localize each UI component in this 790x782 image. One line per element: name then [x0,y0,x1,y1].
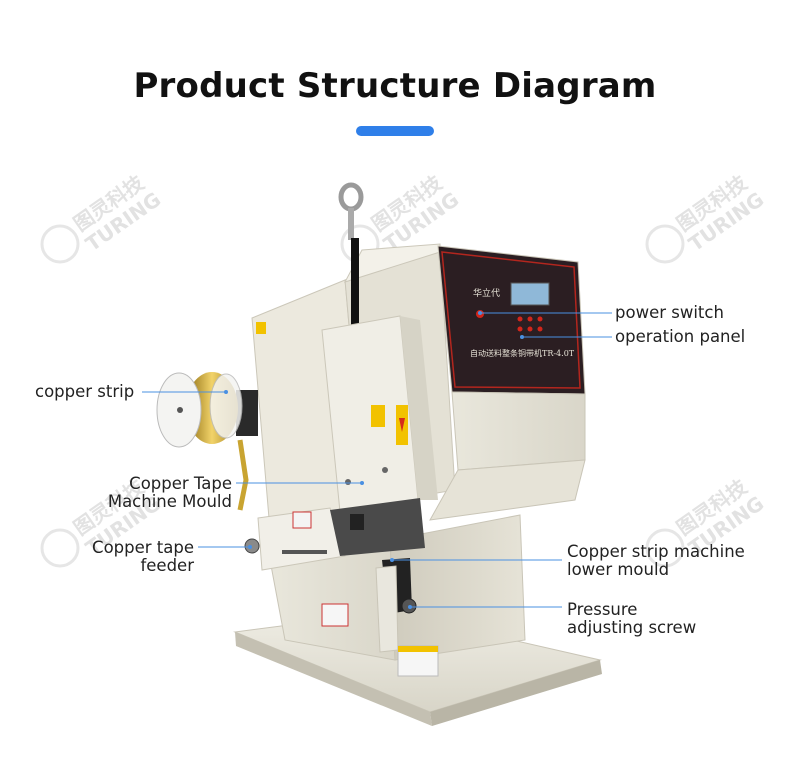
page-title: Product Structure Diagram [133,66,657,106]
control-box: 华立代 自动送料整条铜带机TR-4.0T [429,245,586,521]
label-line: lower mould [567,560,670,579]
label-line: Copper Tape [129,474,232,493]
display-screen [510,282,550,306]
label-copper-tape-feeder: Copper tape feeder [92,539,194,575]
label-pressure-screw: Pressure adjusting screw [567,601,696,637]
leader-dot [478,311,482,315]
panel-brand-text: 华立代 [473,287,500,299]
label-operation-panel: operation panel [615,327,746,346]
label-power-switch: power switch [615,303,724,322]
front-column [321,315,438,513]
label-line: feeder [140,556,194,575]
title-underline [356,126,434,136]
label-line: Machine Mould [107,492,232,511]
leader-dot [248,545,252,549]
leader-dot [360,481,364,485]
label-copper-tape-mould: Copper Tape Machine Mould [108,475,232,511]
panel-model-text: 自动送料整条铜带机TR-4.0T [470,348,575,358]
label-copper-strip: copper strip [35,382,135,401]
label-line: adjusting screw [567,618,697,637]
label-line: Copper tape [92,538,194,557]
leader-dot [390,558,394,562]
leader-dot [520,335,524,339]
feeder-assembly [244,498,439,677]
label-lower-mould: Copper strip machine lower mould [567,543,745,579]
leader-dot [408,605,412,609]
operation-keypad [517,316,543,332]
lifting-eyebolt [338,182,364,328]
machine-pedestal [269,514,526,661]
label-line: Copper strip machine [567,542,745,561]
leader-dot [224,390,228,394]
label-line: Pressure [567,600,638,619]
